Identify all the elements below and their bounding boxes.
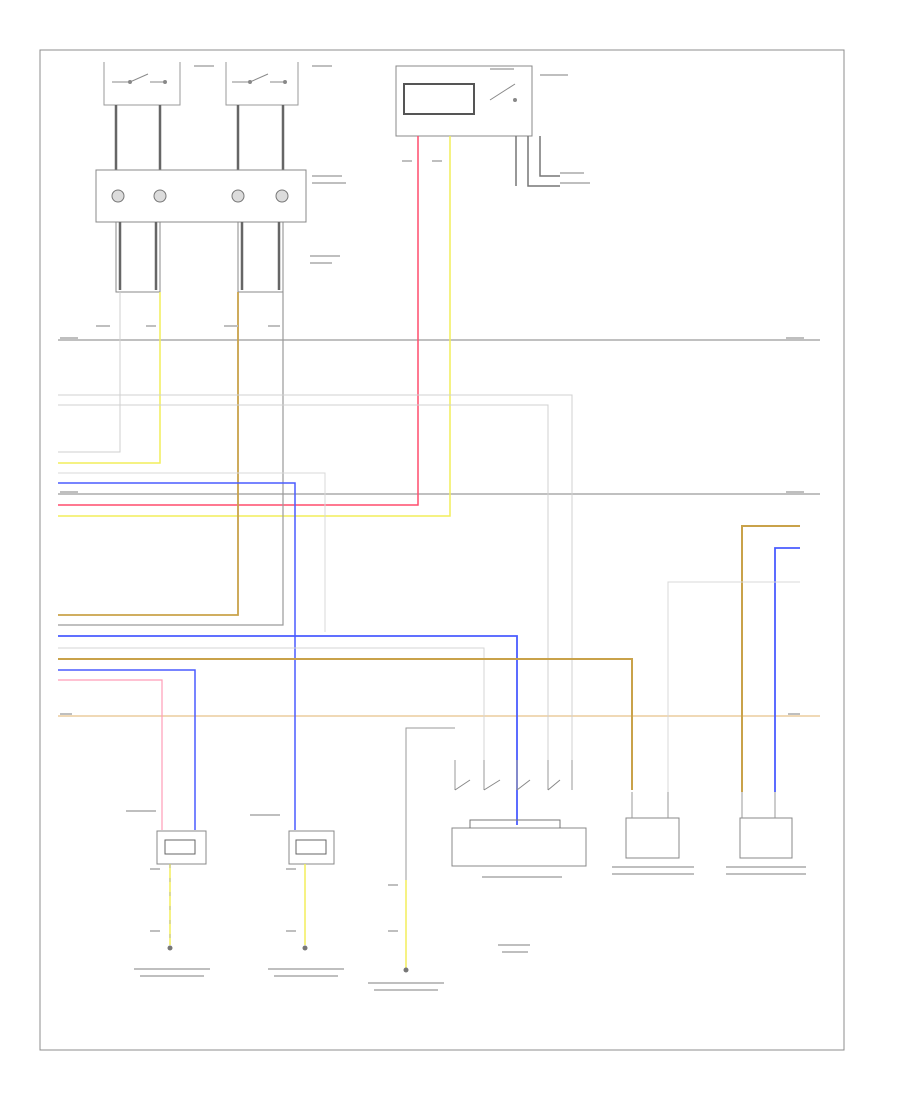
upper-connector-block bbox=[95, 169, 307, 223]
wire-orange-right bbox=[741, 525, 800, 792]
wire-gray-loop-b bbox=[58, 404, 549, 790]
wire-orange-long bbox=[58, 658, 633, 790]
label-marks bbox=[60, 65, 806, 991]
wire-blue-left bbox=[58, 482, 296, 830]
wire-gray-left-switch bbox=[58, 292, 121, 453]
wire-yellow-module bbox=[58, 136, 451, 517]
wire-orange-right-switch bbox=[58, 292, 239, 616]
wire-gray-right-switch bbox=[58, 292, 284, 626]
seat-belt-switch-module bbox=[451, 760, 587, 867]
wire-yellow-left-switch bbox=[58, 292, 161, 464]
wire-gray-loop-a bbox=[58, 394, 573, 790]
wire-gray-lower-mid bbox=[58, 647, 485, 790]
wire-blue-center bbox=[58, 635, 518, 825]
wire-pink-lower-left bbox=[58, 679, 163, 830]
front-side-sensor-left bbox=[625, 792, 680, 859]
front-side-sensor-right bbox=[739, 792, 793, 859]
top-left-switch-group bbox=[103, 62, 299, 170]
wire-gray-center-down bbox=[405, 727, 455, 880]
diagram-frame bbox=[39, 49, 845, 1051]
wire-red-module bbox=[58, 136, 419, 506]
bus-lines bbox=[58, 339, 820, 717]
airbag-control-module bbox=[395, 65, 533, 137]
front-seat-connector-left bbox=[156, 830, 207, 951]
front-seat-connector-right bbox=[288, 830, 335, 951]
module-right-branch bbox=[515, 136, 560, 187]
wire-blue-right bbox=[774, 547, 800, 792]
wire-blue-lower-left bbox=[58, 669, 196, 830]
lower-switch-pins bbox=[115, 222, 284, 293]
center-ground bbox=[403, 967, 409, 973]
wire-gray-loop-c bbox=[58, 472, 326, 632]
wire-gray-right bbox=[667, 581, 800, 792]
